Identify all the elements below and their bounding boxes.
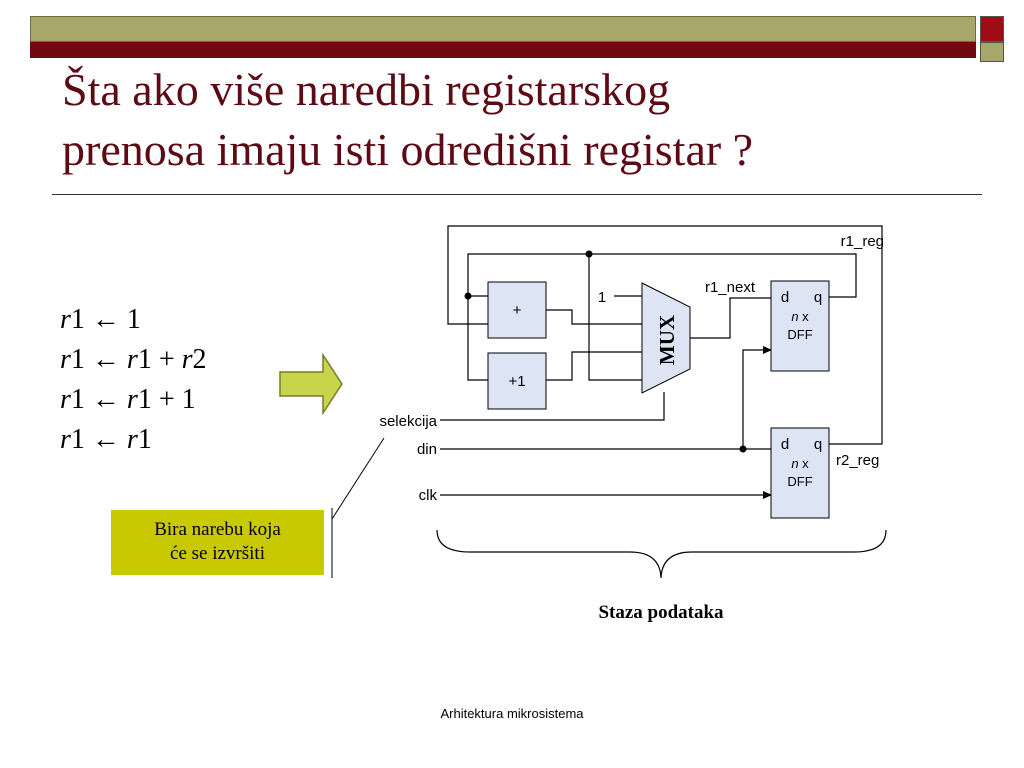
r2-reg-label: r2_reg (836, 452, 879, 469)
selection-note-box: Bira narebu koja će se izvršiti (111, 510, 324, 575)
header-bar-olive (30, 16, 976, 42)
slide-title-line-2: prenosa imaju isti odredišni registar ? (62, 124, 754, 175)
note-callout-lines (331, 437, 385, 578)
note-line-2: će se izvršiti (170, 543, 265, 564)
dff-r1-d-label: d (781, 289, 789, 306)
datapath-caption: Staza podataka (598, 602, 724, 623)
statement-1: r1 ← 1 (60, 304, 141, 335)
dff-r2-d-label: d (781, 436, 789, 453)
statement-2: r1 ← r1 + r2 (60, 344, 207, 375)
note-line-1: Bira narebu koja (154, 519, 281, 540)
wires (440, 225, 883, 499)
dff-r2-width-label: n x (791, 456, 809, 471)
dff-r1-name-label: DFF (787, 327, 812, 342)
signal-labels: 1 r1_next r1_reg r2_reg selekcija din cl… (379, 233, 884, 504)
dff-r1-block: d q n x DFF (770, 280, 830, 372)
incrementer-label: +1 (508, 373, 525, 390)
statement-4: r1 ← r1 (60, 424, 152, 455)
const-one-label: 1 (598, 289, 606, 306)
adder-label: + (513, 302, 522, 319)
datapath-brace (436, 529, 887, 579)
rtl-statements: r1 ← 1 r1 ← r1 + r2 r1 ← r1 + 1 r1 ← r1 (60, 300, 207, 460)
dff-r1-width-label: n x (791, 309, 809, 324)
dff-r2-q-label: q (814, 436, 822, 453)
r1-next-label: r1_next (705, 279, 756, 296)
junction-dots (464, 250, 747, 453)
din-label: din (417, 441, 437, 458)
r1-reg-label: r1_reg (841, 233, 884, 250)
statement-3: r1 ← r1 + 1 (60, 384, 196, 415)
incrementer-block: +1 (487, 352, 547, 410)
dff-r2-block: d q n x DFF (770, 427, 830, 519)
slide-title: Šta ako više naredbi registarskog prenos… (62, 60, 982, 180)
adder-block: + (487, 281, 547, 339)
right-arrow-icon (279, 352, 343, 416)
clk-label: clk (419, 487, 438, 504)
corner-square-red (980, 16, 1004, 42)
mux-block: MUX (641, 282, 691, 394)
selekcija-label: selekcija (379, 413, 437, 430)
mux-label: MUX (655, 315, 679, 365)
slide-footer: Arhitektura mikrosistema (440, 706, 584, 721)
header-bar-red (30, 42, 976, 58)
corner-square-olive (980, 42, 1004, 62)
slide-title-line-1: Šta ako više naredbi registarskog (62, 64, 671, 115)
dff-r2-name-label: DFF (787, 474, 812, 489)
title-underline (52, 194, 982, 195)
dff-r1-q-label: q (814, 289, 822, 306)
